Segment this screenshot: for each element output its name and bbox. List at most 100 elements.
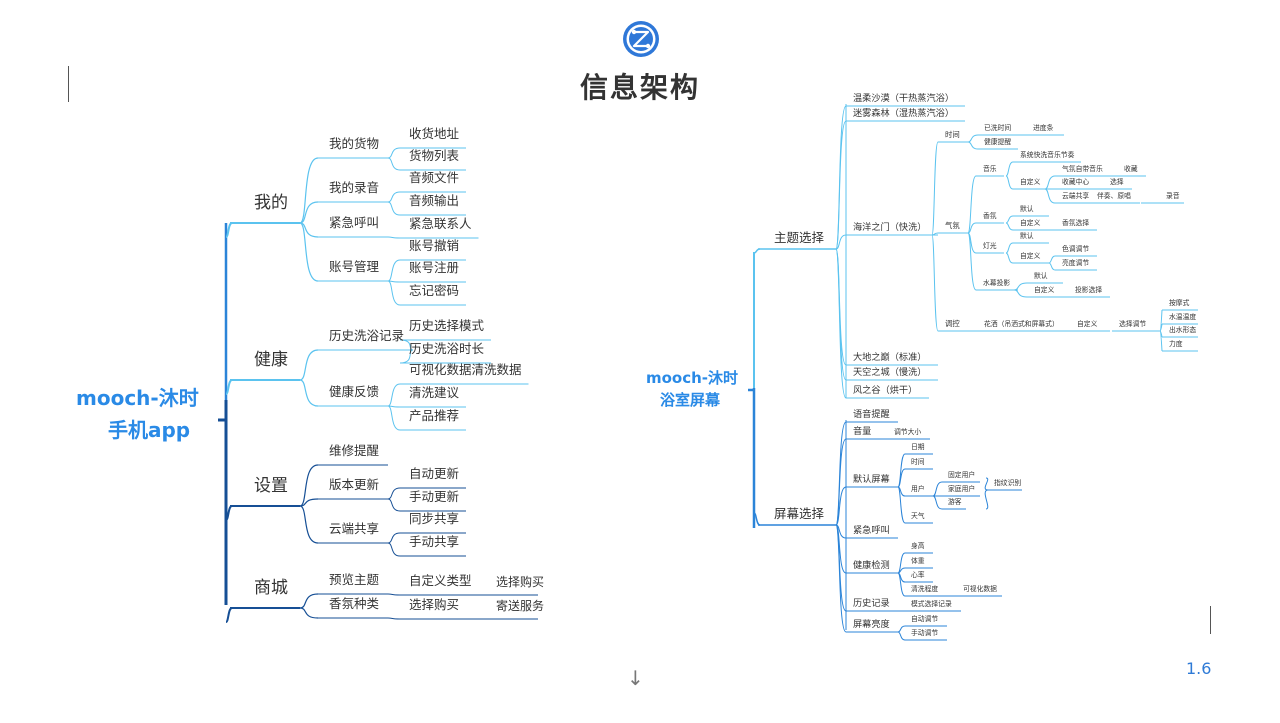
right-connector — [835, 421, 847, 526]
right-branch-label: 主题选择 — [774, 230, 825, 246]
right-connector — [1005, 175, 1014, 190]
left-connector — [299, 349, 319, 381]
right-connector — [967, 175, 977, 234]
right-leaf-label: 自定义 — [1020, 218, 1041, 227]
right-leaf-label: 伴奏、原唱 — [1097, 191, 1131, 200]
left-connector — [387, 280, 401, 306]
right-leaf-label: 家庭用户 — [948, 484, 976, 493]
left-connector — [387, 236, 401, 239]
right-connector — [897, 572, 906, 597]
right-leaf-label: 身高 — [911, 541, 925, 550]
right-leaf-label: 投影选择 — [1075, 285, 1103, 294]
right-leaf-label: 系统快洗音乐节奏 — [1020, 150, 1075, 159]
right-node-label: 语音提醒 — [853, 409, 890, 421]
left-connector — [299, 201, 319, 224]
right-leaf-label: 已洗时间 — [984, 123, 1012, 132]
left-trunk-connector — [225, 607, 233, 623]
right-node-label: 音量 — [853, 426, 872, 438]
right-leaf-label: 色调调节 — [1062, 244, 1090, 253]
left-connector — [299, 593, 319, 609]
left-connector — [387, 147, 401, 159]
right-leaf-label: 收藏中心 — [1062, 177, 1090, 186]
right-leaf-label: 水温温度 — [1169, 312, 1197, 321]
left-node-label: 账号管理 — [329, 259, 380, 275]
left-leaf-label: 收货地址 — [409, 126, 460, 142]
right-leaf-label: 灯光 — [983, 241, 997, 250]
right-connector — [1044, 188, 1056, 204]
left-leaf-label: 自定义类型 — [409, 573, 472, 589]
right-connector — [1013, 289, 1028, 298]
right-connector — [1013, 282, 1028, 291]
right-trunk-connector — [753, 512, 761, 526]
right-leaf-label: 按摩式 — [1169, 298, 1190, 307]
right-leaf-label: 游客 — [948, 497, 962, 506]
left-connector — [387, 542, 401, 557]
left-trunk-connector — [225, 505, 233, 521]
left-connector — [299, 379, 319, 407]
logo-icon — [623, 21, 659, 57]
right-connector — [835, 248, 847, 399]
scroll-down-arrow-icon[interactable]: ↓ — [627, 666, 644, 690]
right-leaf-label: 进度条 — [1033, 123, 1054, 132]
left-branch-label: 健康 — [254, 350, 288, 371]
left-leaf-label: 手动更新 — [409, 489, 460, 505]
right-leaf-label: 音乐 — [983, 164, 997, 173]
right-leaf-label: 用户 — [911, 484, 925, 493]
left-root-label: mooch-沐时 — [76, 385, 199, 410]
left-node-label: 历史洗浴记录 — [329, 328, 405, 344]
left-branch-label: 设置 — [254, 476, 288, 497]
left-connector — [387, 405, 401, 431]
left-leaf-label: 忘记密码 — [409, 283, 460, 299]
left-connector — [387, 201, 401, 216]
right-leaf-label: 默认 — [1020, 231, 1034, 240]
right-connector — [897, 468, 906, 488]
right-leaf-label: 收藏 — [1124, 164, 1138, 173]
left-connector — [299, 157, 319, 224]
left-node-label: 紧急呼叫 — [329, 215, 380, 231]
right-leaf-label: 指纹识别 — [994, 478, 1022, 487]
left-leaf-label: 账号撤销 — [409, 238, 460, 254]
left-leaf-label: 自动更新 — [409, 466, 460, 482]
left-leaf-label: 选择购买 — [409, 597, 460, 613]
left-connector — [299, 505, 319, 544]
left-branch-label: 我的 — [254, 193, 288, 214]
right-leaf-label: 模式选择记录 — [911, 599, 952, 608]
left-leaf-label: 同步共享 — [409, 511, 460, 527]
right-node-label: 气氛 — [945, 221, 960, 231]
left-leaf-label: 货物列表 — [409, 148, 460, 164]
left-connector — [387, 487, 401, 500]
right-leaf-label: 日期 — [911, 442, 925, 451]
right-node-label: 温柔沙漠（干热蒸汽浴） — [853, 93, 955, 105]
right-leaf-label: 选择 — [1110, 177, 1124, 186]
left-leaf-label: 寄送服务 — [496, 598, 545, 613]
right-connector — [835, 105, 847, 250]
right-leaf-label: 时间 — [911, 457, 925, 466]
left-leaf-label: 历史洗浴时长 — [409, 341, 485, 357]
left-leaf-label: 历史选择模式 — [409, 318, 485, 334]
left-node-label: 维修提醒 — [329, 443, 380, 459]
right-connector — [897, 631, 906, 641]
left-node-label: 版本更新 — [329, 477, 380, 493]
page-title: 信息架构 — [579, 71, 700, 104]
right-root-label: 浴室屏幕 — [660, 390, 721, 409]
right-connector — [1005, 222, 1014, 231]
right-node-label: 屏幕亮度 — [853, 619, 890, 631]
right-connector — [1005, 161, 1014, 177]
right-trunk-connector — [753, 248, 761, 254]
right-leaf-label: 出水形态 — [1169, 325, 1197, 334]
right-connector — [835, 486, 847, 526]
right-leaf-label: 亮度调节 — [1062, 258, 1090, 267]
left-connector — [387, 617, 401, 620]
right-connector — [1005, 215, 1014, 224]
right-leaf-label: 水幕投影 — [983, 278, 1011, 287]
right-connector — [931, 232, 939, 236]
left-trunk-connector — [225, 222, 233, 238]
right-node-label: 海洋之门（快洗） — [853, 222, 927, 234]
right-leaf-label: 健康提醒 — [984, 137, 1012, 146]
right-leaf-label: 香氛选择 — [1062, 218, 1090, 227]
left-leaf-label: 紧急联系人 — [409, 216, 472, 232]
left-connector — [387, 532, 401, 544]
right-leaf-label: 体重 — [911, 556, 925, 565]
right-node-label: 天空之城（慢洗） — [853, 367, 927, 379]
page-number: 1.6 — [1186, 659, 1212, 678]
